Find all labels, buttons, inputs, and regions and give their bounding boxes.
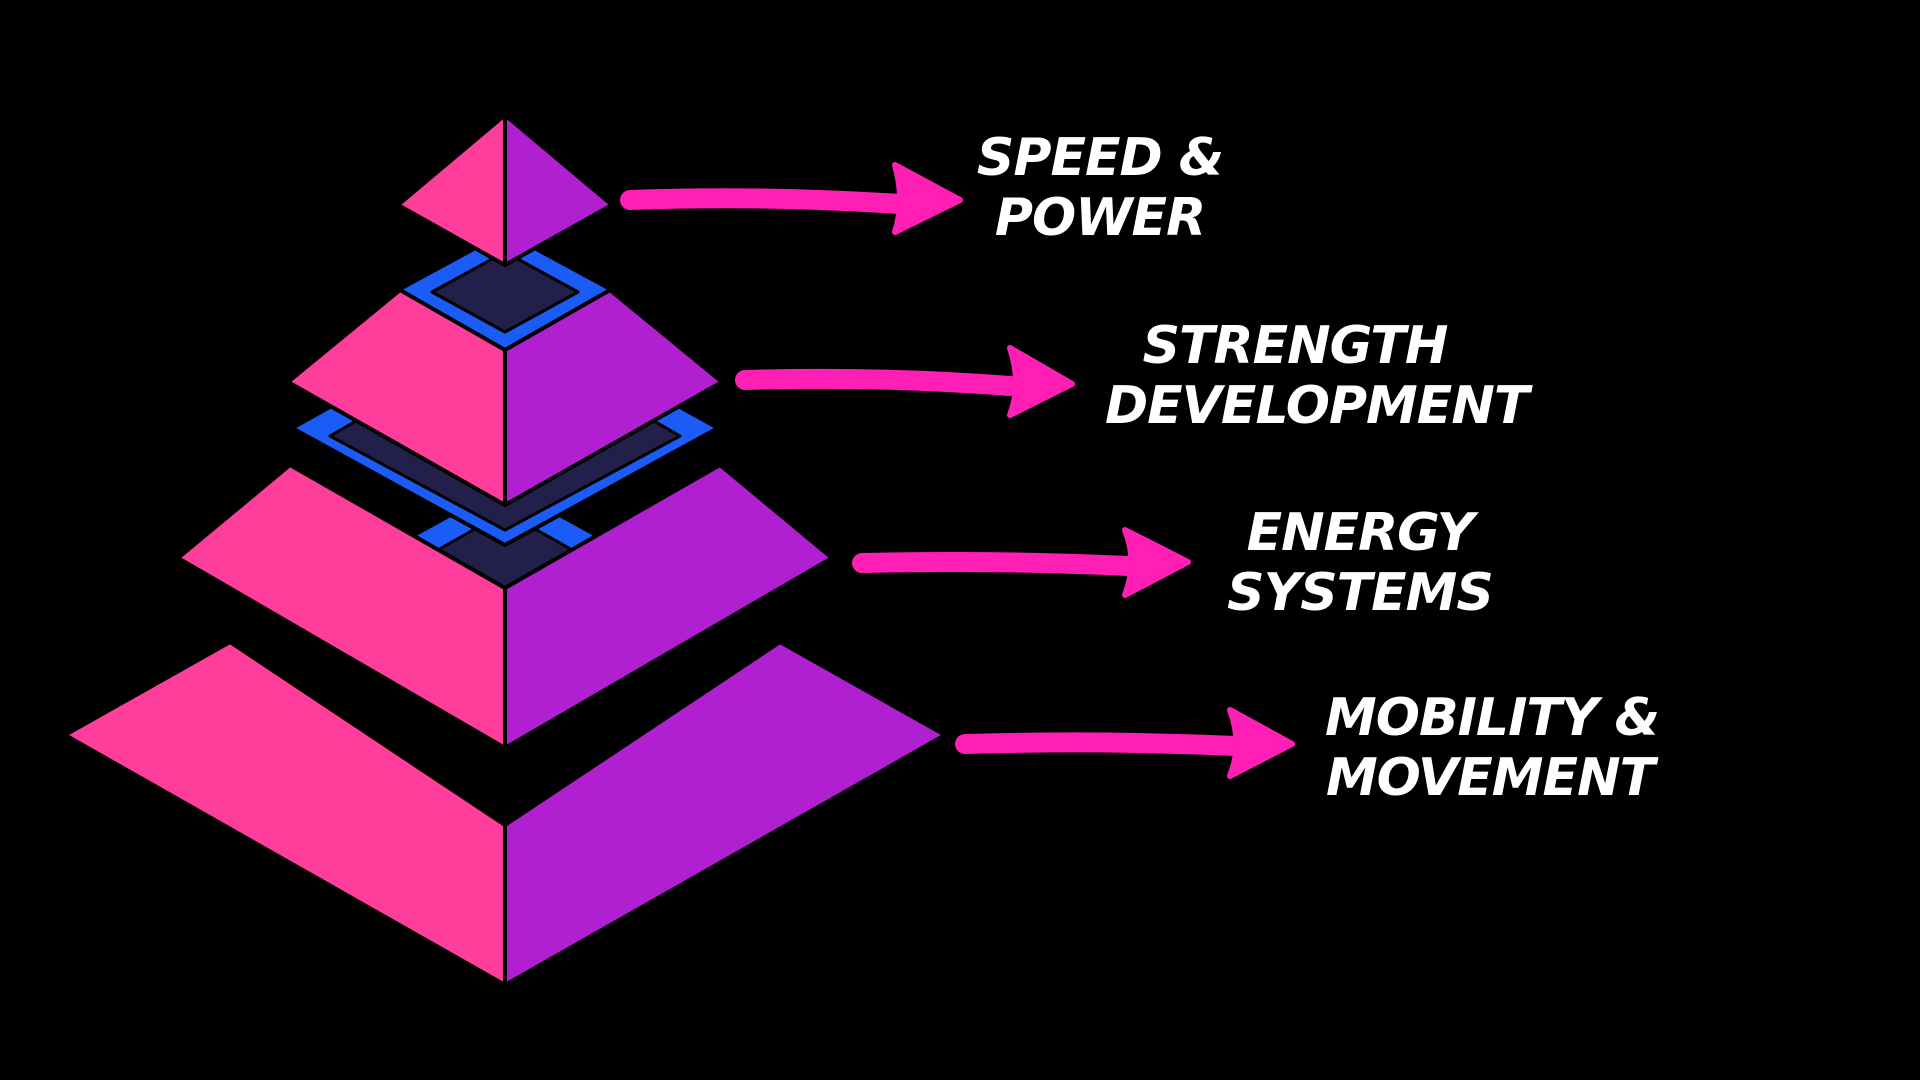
tier-2-label-line-1: STRENGTH	[1142, 316, 1449, 376]
tier-4-label-line-2: MOVEMENT	[1325, 748, 1655, 808]
tier-3-label: ENERGY SYSTEMS	[1225, 503, 1495, 623]
tier-1-right-face	[503, 113, 614, 267]
arrow-4	[955, 707, 1295, 779]
ledge-1-inner	[430, 250, 580, 334]
tier-2-label-line-2: DEVELOPMENT	[1105, 376, 1529, 436]
tier-4-right-face	[503, 640, 947, 987]
tier-4-label-line-1: MOBILITY &	[1325, 688, 1660, 748]
tier-4-label: MOBILITY & MOVEMENT	[1325, 688, 1660, 808]
arrow-1	[620, 162, 963, 235]
tier-3-label-line-2: SYSTEMS	[1227, 563, 1494, 623]
tier-3-right-face	[503, 463, 834, 750]
tier-1-label-line-1: SPEED &	[976, 128, 1224, 188]
tier-1-left-face	[396, 113, 507, 267]
tier-2-right-face	[503, 288, 724, 507]
tier-1-label: SPEED & POWER	[960, 128, 1240, 248]
tier-3-label-line-1: ENERGY	[1246, 503, 1475, 563]
tier-2-label: STRENGTH DEVELOPMENT	[1105, 316, 1529, 436]
tier-1-label-line-2: POWER	[994, 188, 1206, 248]
arrow-2	[735, 345, 1075, 418]
arrow-3	[852, 527, 1191, 598]
